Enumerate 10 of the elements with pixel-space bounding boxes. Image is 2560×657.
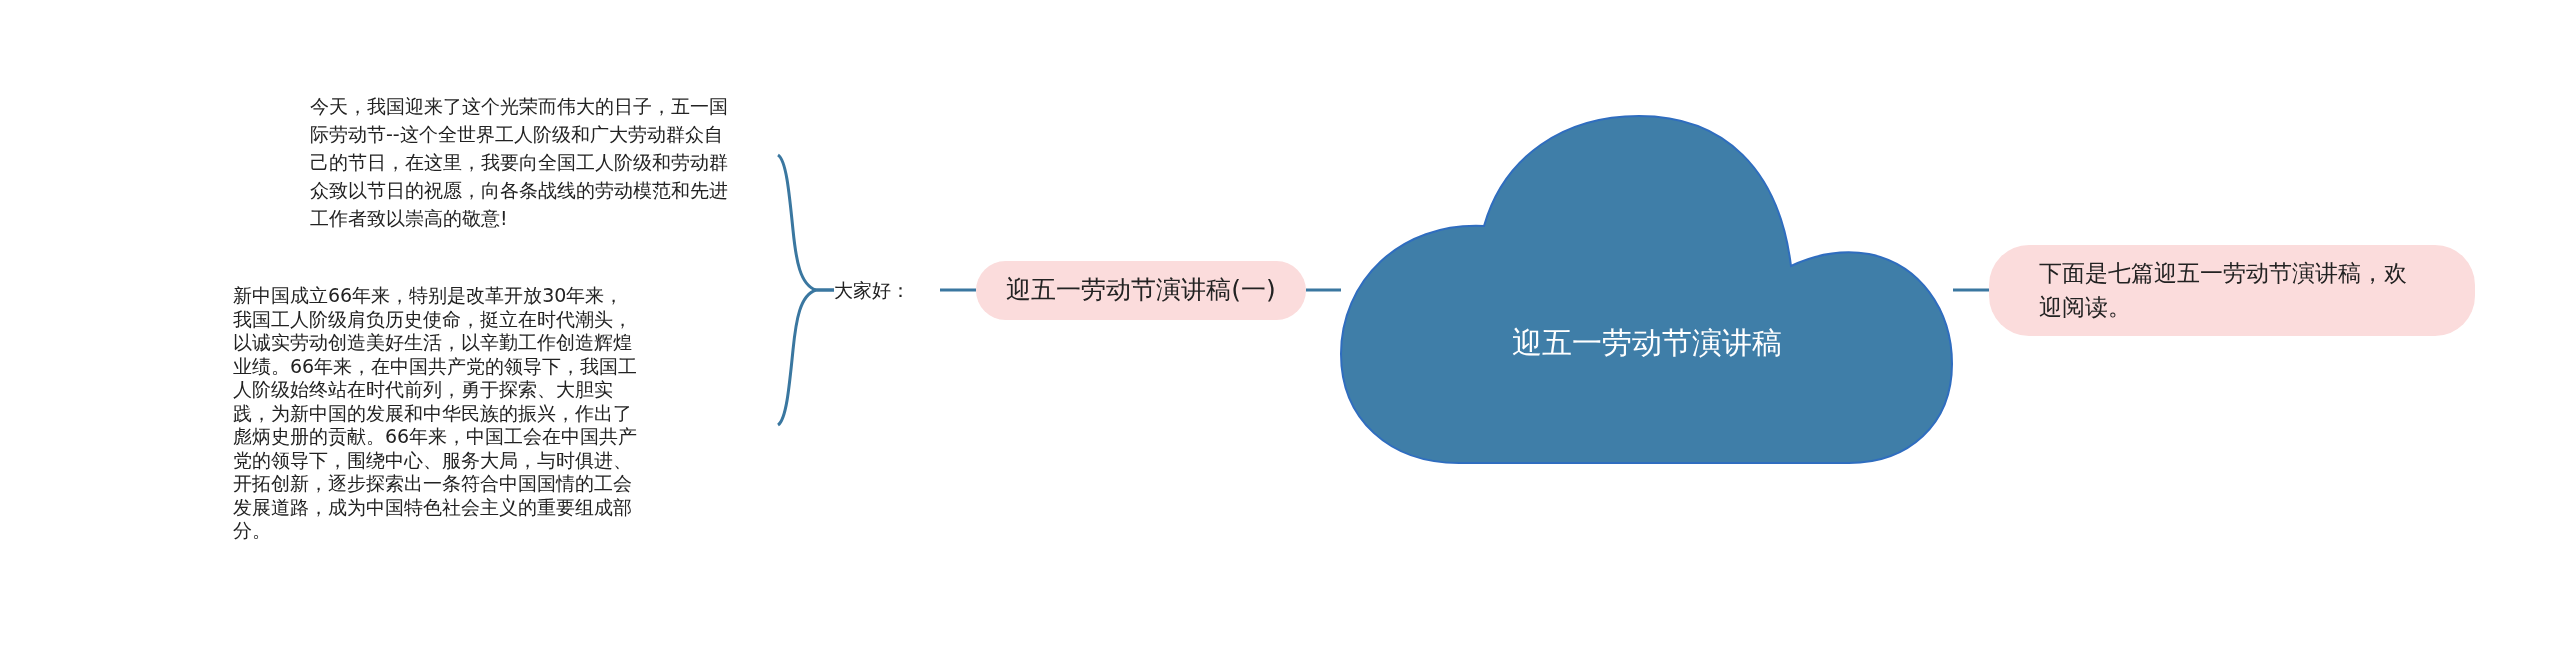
connector xyxy=(1953,288,1989,292)
connector xyxy=(776,288,834,427)
topic-pill: 迎五一劳动节演讲稿(一) xyxy=(976,261,1306,320)
greeting-text: 大家好： xyxy=(834,276,914,304)
paragraph-text: 今天，我国迎来了这个光荣而伟大的日子，五一国际劳动节--这个全世界工人阶级和广大劳动群众自己的节日，在这里，我要向全国工人阶级和劳动群众致以节日的祝愿，向各条战线的劳动模范和先进工作者致以崇高的敬意! xyxy=(310,94,729,231)
paragraph-text: 新中国成立66年来，特别是改革开放30年来，我国工人阶级肩负历史使命，挺立在时代潮头，以诚实劳动创造美好生活，以辛勤工作创造辉煌业绩。66年来，在中国共产党的领导下，我国工人阶级始终站在时代前列，勇于探索、大胆实践，为新中国的发展和中华民族的振兴，作出了彪炳史册的贡献。66年来，中国工会在中国共产党的领导下，围绕中心、服务大局，与时俱进、开拓创新，逐步探索出一条符合中国国情的工会发展道路，成为中国特色社会主义的重要组成部分。 xyxy=(233,284,638,543)
connector xyxy=(1306,288,1341,292)
note-pill: 下面是七篇迎五一劳动节演讲稿，欢迎阅读。 xyxy=(1989,245,2475,336)
central-topic-text: 迎五一劳动节演讲稿 xyxy=(1510,324,1783,362)
connector xyxy=(940,288,976,292)
